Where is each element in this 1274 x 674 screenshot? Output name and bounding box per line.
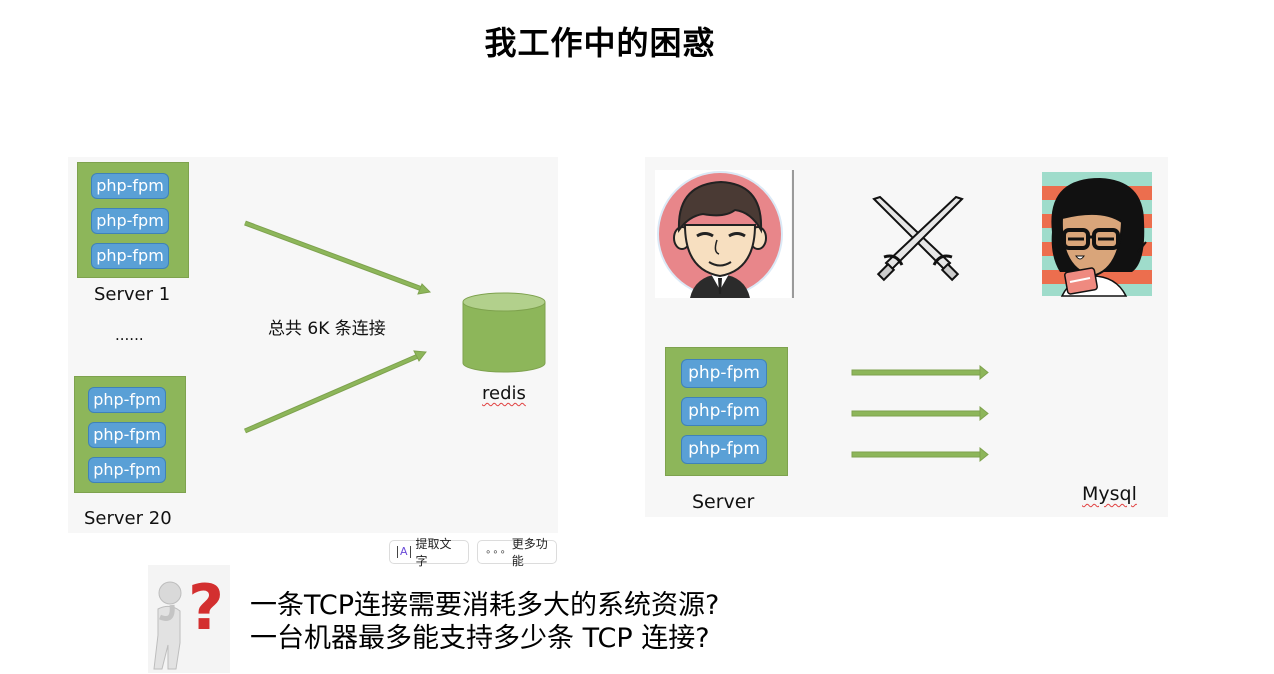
php-fpm-process: php-fpm (681, 397, 767, 426)
ellipsis: ...... (115, 326, 144, 344)
php-fpm-process: php-fpm (88, 457, 166, 483)
arrow-server-to-mysql (851, 446, 989, 463)
arrow-server-to-mysql (851, 405, 989, 422)
php-fpm-process: php-fpm (681, 435, 767, 464)
more-dots-icon: ∘∘∘ (485, 546, 507, 558)
server-20-label: Server 20 (84, 508, 172, 529)
mysql-label: Mysql (1082, 483, 1137, 505)
php-fpm-process: php-fpm (91, 173, 169, 199)
more-features-label: 更多功能 (511, 537, 548, 568)
question-mark: ? (188, 571, 224, 644)
php-fpm-process: php-fpm (91, 243, 169, 269)
server-label: Server (692, 491, 755, 513)
arrow-server20-to-redis (244, 350, 427, 434)
redis-database-icon (462, 292, 546, 373)
extract-text-label: 提取文字 (415, 537, 452, 568)
php-fpm-process: php-fpm (88, 422, 166, 448)
arrow-server-to-mysql (851, 364, 989, 381)
more-features-button[interactable]: ∘∘∘ 更多功能 (477, 537, 557, 568)
question-line-1: 一条TCP连接需要消耗多大的系统资源? (250, 590, 720, 621)
arrow-server1-to-redis (244, 220, 432, 295)
slide-title: 我工作中的困惑 (484, 24, 716, 62)
extract-text-button[interactable]: A 提取文字 (389, 537, 469, 568)
server-box: php-fpm php-fpm php-fpm (665, 347, 788, 476)
php-fpm-process: php-fpm (88, 387, 166, 413)
connection-count-label: 总共 6K 条连接 (268, 319, 386, 339)
crossed-swords-icon (872, 195, 964, 282)
php-fpm-process: php-fpm (91, 208, 169, 234)
male-avatar-icon (655, 170, 791, 298)
redis-label: redis (482, 383, 526, 404)
thinking-person-question-icon: ? (148, 565, 230, 673)
php-fpm-process: php-fpm (681, 359, 767, 388)
server-box-20: php-fpm php-fpm php-fpm (74, 376, 186, 493)
female-avatar-icon (1042, 172, 1152, 297)
avatar-divider (792, 170, 794, 298)
server-box-1: php-fpm php-fpm php-fpm (77, 162, 189, 278)
question-line-2: 一台机器最多能支持多少条 TCP 连接? (250, 623, 710, 654)
server-1-label: Server 1 (94, 284, 171, 305)
extract-text-icon: A (397, 546, 411, 558)
